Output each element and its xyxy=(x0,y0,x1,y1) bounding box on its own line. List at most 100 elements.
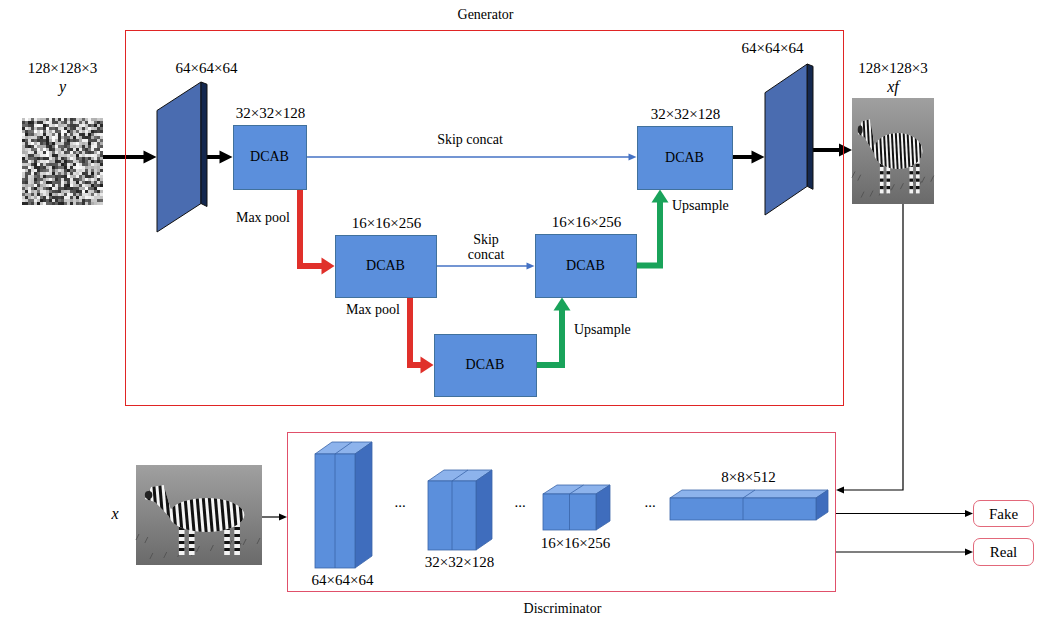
noise-shape xyxy=(91,163,94,166)
noise-shape xyxy=(58,178,61,181)
noise-shape xyxy=(79,187,82,190)
ellipsis-label: ... xyxy=(394,494,405,511)
noise-shape xyxy=(55,130,58,133)
noise-shape xyxy=(52,166,55,169)
noise-shape xyxy=(100,202,103,205)
noise-shape xyxy=(31,124,34,127)
block-shape xyxy=(428,481,476,550)
noise-shape xyxy=(91,151,94,154)
noise-shape xyxy=(76,154,79,157)
noise-shape xyxy=(28,127,31,130)
noise-shape xyxy=(46,178,49,181)
noise-shape xyxy=(52,151,55,154)
noise-shape xyxy=(43,121,46,124)
noise-shape xyxy=(28,196,31,199)
zebra-shape xyxy=(922,111,925,175)
noise-shape xyxy=(76,172,79,175)
noise-shape xyxy=(22,160,25,163)
noise-shape xyxy=(73,139,76,142)
noise-shape xyxy=(64,193,67,196)
noise-shape xyxy=(94,136,97,139)
zebra-shape xyxy=(136,465,262,565)
noise-shape xyxy=(58,133,61,136)
noise-shape xyxy=(67,172,70,175)
noise-shape xyxy=(94,172,97,175)
zebra-shape xyxy=(189,534,195,537)
noise-shape xyxy=(88,172,91,175)
block-shape xyxy=(742,498,743,520)
noise-shape xyxy=(25,184,28,187)
noise-shape xyxy=(37,124,40,127)
noise-shape xyxy=(67,124,70,127)
noise-shape xyxy=(79,175,82,178)
connector xyxy=(537,298,571,366)
noise-shape xyxy=(100,124,103,127)
noise-shape xyxy=(70,163,73,166)
noise-shape xyxy=(46,157,49,160)
noise-shape xyxy=(40,133,43,136)
noise-shape xyxy=(61,154,64,157)
noise-shape xyxy=(97,172,100,175)
noise-shape xyxy=(82,199,85,202)
noise-shape xyxy=(37,145,40,148)
plate-illustration xyxy=(157,82,207,232)
noise-shape xyxy=(73,133,76,136)
plate-shape xyxy=(807,64,813,189)
noise-shape xyxy=(91,118,94,121)
noise-shape xyxy=(64,136,67,139)
noise-shape xyxy=(94,118,97,121)
connector xyxy=(836,510,973,517)
noise-shape xyxy=(94,154,97,157)
noise-shape xyxy=(79,160,82,163)
noise-shape xyxy=(64,154,67,157)
noise-shape xyxy=(37,181,40,184)
noise-shape xyxy=(94,199,97,202)
noise-shape xyxy=(55,133,58,136)
real-image: x xyxy=(136,465,262,565)
noise-shape xyxy=(22,136,25,139)
noise-shape xyxy=(76,133,79,136)
node-text: 32×32×128 xyxy=(425,554,494,571)
noise-shape xyxy=(43,169,46,172)
noise-shape xyxy=(31,139,34,142)
noise-shape xyxy=(58,127,61,130)
noise-shape xyxy=(76,169,79,172)
noise-shape xyxy=(22,118,103,203)
noise-shape xyxy=(61,151,64,154)
noise-shape xyxy=(31,184,34,187)
noise-shape xyxy=(70,124,73,127)
noise-shape xyxy=(25,202,28,205)
noise-shape xyxy=(55,184,58,187)
noise-shape xyxy=(82,154,85,157)
noise-shape xyxy=(28,160,31,163)
noise-shape xyxy=(97,187,100,190)
noise-shape xyxy=(73,118,76,121)
zebra-shape xyxy=(891,111,894,175)
noise-shape xyxy=(64,196,67,199)
noise-shape xyxy=(31,148,34,151)
noise-shape xyxy=(52,124,55,127)
block-shape xyxy=(335,442,352,454)
noise-shape xyxy=(43,196,46,199)
noise-shape xyxy=(79,139,82,142)
noise-shape xyxy=(55,172,58,175)
noise-shape xyxy=(58,196,61,199)
dcab-block: 32×32×128DCAB xyxy=(637,126,733,190)
noise-shape xyxy=(34,193,37,196)
node-text: Discriminator xyxy=(524,601,602,616)
noise-shape xyxy=(22,148,25,151)
noise-shape xyxy=(91,193,94,196)
connector-line xyxy=(637,200,661,266)
zebra-shape xyxy=(913,178,916,184)
noise-shape xyxy=(67,139,70,142)
noise-shape xyxy=(85,199,88,202)
noise-shape xyxy=(52,142,55,145)
noise-shape xyxy=(88,121,91,124)
noise-shape xyxy=(70,145,73,148)
ellipsis-label: ... xyxy=(644,494,655,511)
noise-shape xyxy=(82,178,85,181)
noise-shape xyxy=(91,181,94,184)
noise-shape xyxy=(88,118,91,121)
noise-shape xyxy=(94,187,97,190)
